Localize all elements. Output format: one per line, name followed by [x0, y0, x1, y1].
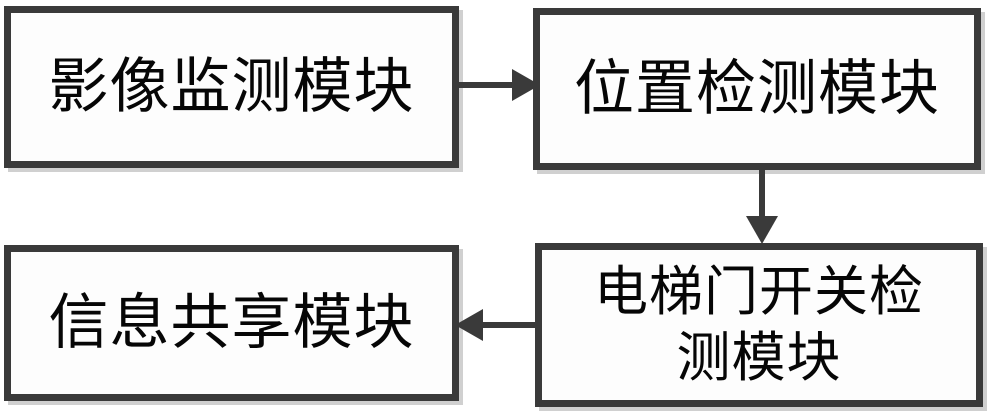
node-image-monitoring-label: 影像监测模块	[48, 51, 415, 122]
connector-door-switch-to-information-sharing-line	[467, 322, 537, 328]
node-elevator-door-switch-detection-module[interactable]: 电梯门开关检 测模块	[535, 243, 983, 407]
connector-image-monitoring-to-position-detection-line	[459, 82, 533, 88]
arrow-left-icon	[455, 309, 483, 341]
arrow-right-icon	[512, 69, 540, 101]
connector-position-detection-to-door-switch-line	[759, 170, 765, 238]
node-information-sharing-module[interactable]: 信息共享模块	[4, 245, 459, 401]
node-elevator-door-switch-detection-label: 电梯门开关检 测模块	[594, 260, 924, 389]
node-position-detection-module[interactable]: 位置检测模块	[533, 8, 981, 170]
arrow-down-icon	[746, 216, 778, 244]
node-position-detection-label: 位置检测模块	[574, 53, 940, 124]
node-information-sharing-label: 信息共享模块	[48, 287, 415, 358]
node-image-monitoring-module[interactable]: 影像监测模块	[4, 6, 459, 168]
